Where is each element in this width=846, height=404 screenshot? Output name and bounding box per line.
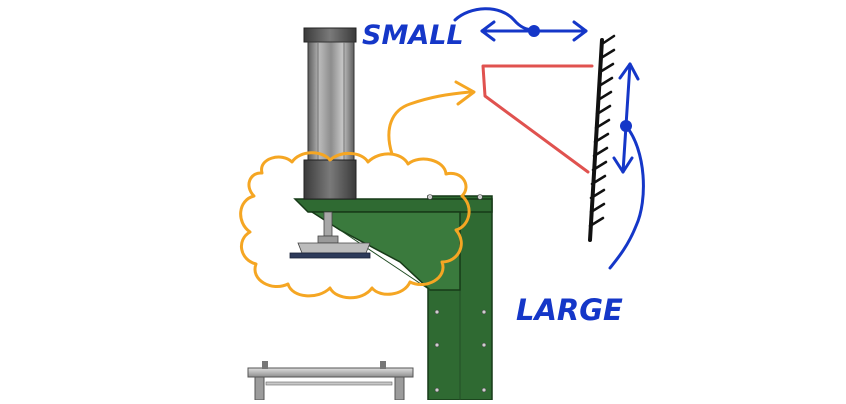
highlight-cloud	[239, 151, 471, 300]
press-ram	[289, 211, 371, 259]
work-table	[247, 361, 414, 401]
large-annotation: LARGE	[516, 62, 645, 327]
red-linkage	[481, 64, 594, 174]
fixed-wall	[588, 34, 616, 242]
small-label: SMALL	[362, 20, 464, 51]
small-annotation: SMALL	[362, 7, 588, 51]
large-label: LARGE	[516, 293, 623, 327]
pneumatic-cylinder	[303, 27, 357, 200]
orange-arrow	[387, 80, 476, 156]
